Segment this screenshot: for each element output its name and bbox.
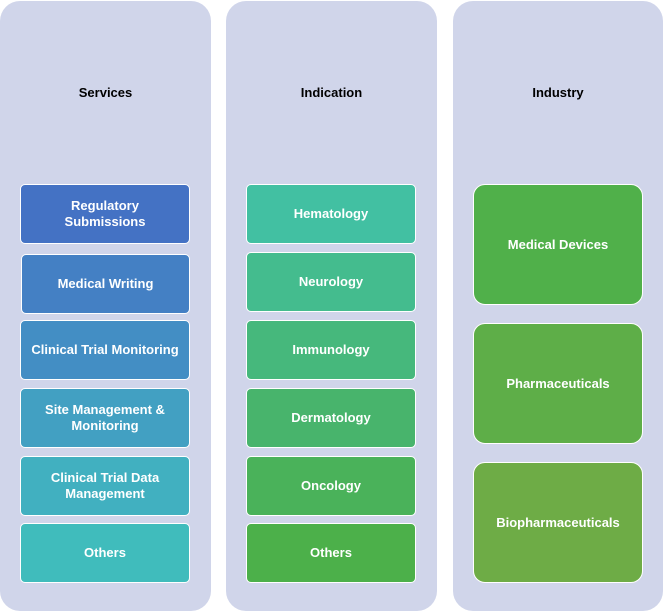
services-item-others: Others: [20, 523, 190, 583]
services-item-regulatory-submissions: Regulatory Submissions: [20, 184, 190, 244]
indication-item-hematology: Hematology: [246, 184, 416, 244]
services-item-clinical-trial-monitoring: Clinical Trial Monitoring: [20, 320, 190, 380]
services-item-medical-writing: Medical Writing: [21, 254, 190, 314]
services-item-clinical-trial-data-management: Clinical Trial Data Management: [20, 456, 190, 516]
indication-item-neurology: Neurology: [246, 252, 416, 312]
indication-column-title: Indication: [300, 85, 363, 100]
services-item-site-management: Site Management & Monitoring: [20, 388, 190, 448]
services-column-title: Services: [78, 85, 133, 100]
indication-item-others: Others: [246, 523, 416, 583]
industry-item-pharmaceuticals: Pharmaceuticals: [473, 323, 643, 444]
indication-item-immunology: Immunology: [246, 320, 416, 380]
industry-item-medical-devices: Medical Devices: [473, 184, 643, 305]
industry-column: Industry Medical Devices Pharmaceuticals…: [453, 1, 663, 611]
indication-item-dermatology: Dermatology: [246, 388, 416, 448]
services-column: Services Regulatory Submissions Medical …: [0, 1, 211, 611]
industry-column-title: Industry: [532, 85, 584, 100]
indication-column: Indication Hematology Neurology Immunolo…: [226, 1, 437, 611]
indication-item-oncology: Oncology: [246, 456, 416, 516]
industry-item-biopharmaceuticals: Biopharmaceuticals: [473, 462, 643, 583]
